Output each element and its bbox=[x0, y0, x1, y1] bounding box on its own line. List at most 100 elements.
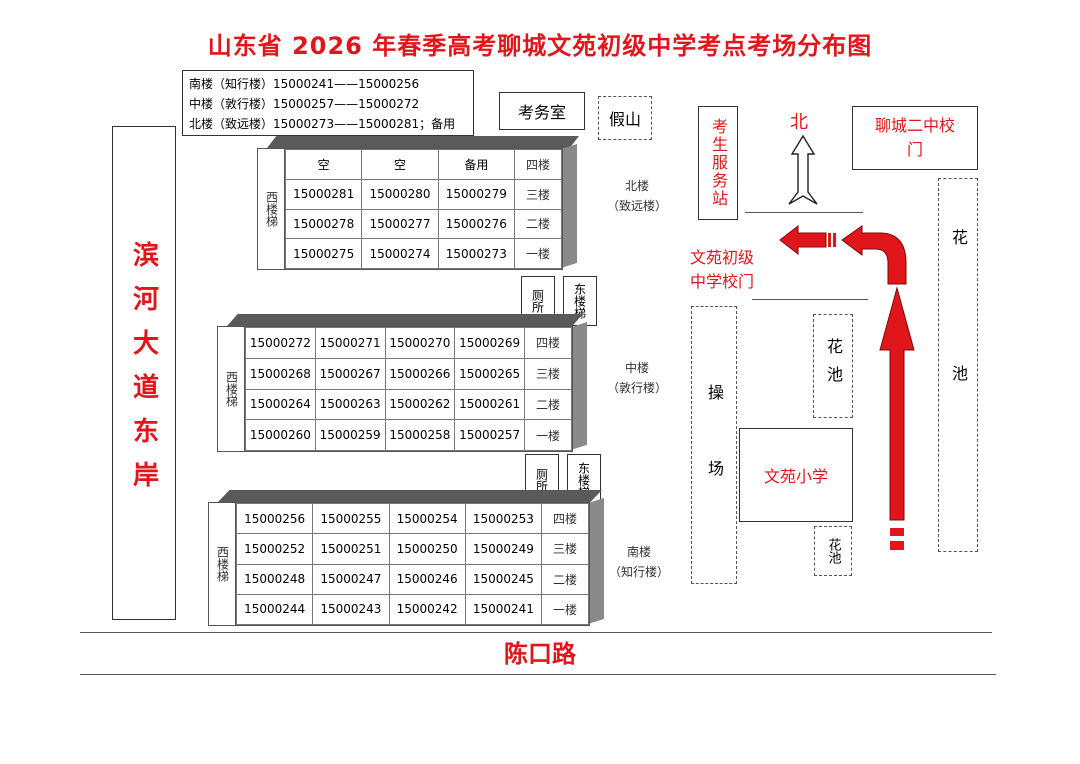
page-title: 山东省 2026 年春季高考聊城文苑初级中学考点考场分布图 bbox=[207, 32, 873, 60]
room-cell: 15000245 bbox=[464, 563, 543, 595]
room-cell: 15000254 bbox=[388, 502, 466, 535]
room-cell: 15000268 bbox=[245, 357, 316, 390]
student-service-station: 考生服务站 bbox=[698, 106, 738, 220]
floor-label: 四楼 bbox=[524, 327, 572, 359]
room-cell: 15000242 bbox=[388, 593, 466, 626]
room-cell: 15000248 bbox=[235, 563, 314, 595]
south-west-stair: 西楼梯 bbox=[209, 503, 236, 625]
room-cell: 15000257 bbox=[454, 419, 525, 451]
room-cell: 空 bbox=[361, 149, 439, 180]
floor-label: 二楼 bbox=[514, 208, 562, 240]
legend-line-north: 北楼（致远楼）15000273——15000281；备用 bbox=[189, 117, 456, 131]
room-cell: 15000246 bbox=[388, 563, 466, 595]
south-building-alias: （知行楼） bbox=[608, 565, 669, 579]
room-cell: 15000279 bbox=[437, 178, 516, 210]
bottom-road-label: 陈口路 bbox=[504, 640, 576, 668]
north-building-alias: （致远楼） bbox=[606, 199, 667, 213]
floor-label: 一楼 bbox=[541, 593, 589, 626]
floor-label: 二楼 bbox=[524, 388, 572, 421]
exam-office: 考务室 bbox=[499, 92, 585, 130]
room-cell: 15000259 bbox=[314, 419, 386, 451]
room-cell: 15000278 bbox=[284, 208, 363, 240]
room-cell: 15000275 bbox=[284, 238, 363, 269]
room-cell: 15000255 bbox=[312, 502, 390, 535]
wenyuan-school-gate: 文苑初级中学校门 bbox=[689, 248, 754, 291]
middle-building-alias: （敦行楼） bbox=[606, 381, 667, 395]
room-cell: 15000252 bbox=[235, 533, 314, 565]
room-cell: 15000274 bbox=[361, 238, 439, 269]
gate-line-lower bbox=[752, 299, 868, 300]
room-cell: 15000256 bbox=[235, 502, 314, 535]
room-cell: 15000271 bbox=[314, 327, 386, 359]
middle-west-stair: 西楼梯 bbox=[218, 327, 245, 451]
room-cell: 15000265 bbox=[454, 357, 525, 390]
room-cell: 15000241 bbox=[464, 593, 543, 626]
room-cell: 备用 bbox=[437, 149, 516, 180]
room-cell: 15000270 bbox=[384, 327, 456, 359]
room-cell: 15000264 bbox=[245, 388, 316, 421]
room-cell: 15000272 bbox=[245, 327, 316, 359]
floor-label: 四楼 bbox=[541, 502, 589, 535]
room-cell: 15000258 bbox=[384, 419, 456, 451]
north-building-label: 北楼 （致远楼） bbox=[602, 176, 672, 216]
room-cell: 15000280 bbox=[361, 178, 439, 210]
floor-label: 一楼 bbox=[524, 419, 572, 451]
room-cell: 空 bbox=[284, 149, 363, 180]
room-cell: 15000247 bbox=[312, 563, 390, 595]
room-cell: 15000267 bbox=[314, 357, 386, 390]
legend-line-middle: 中楼（敦行楼）15000257——15000272 bbox=[189, 97, 420, 111]
room-cell: 15000263 bbox=[314, 388, 386, 421]
room-cell: 15000266 bbox=[384, 357, 456, 390]
room-cell: 15000273 bbox=[437, 238, 516, 269]
middle-building-label: 中楼 （敦行楼） bbox=[600, 358, 674, 398]
room-cell: 15000262 bbox=[384, 388, 456, 421]
route-arrow-icon bbox=[779, 224, 915, 550]
south-building-name: 南楼 bbox=[626, 545, 651, 559]
flower-bed-middle: 花池 bbox=[813, 314, 853, 418]
room-cell: 15000251 bbox=[312, 533, 390, 565]
room-cell: 15000244 bbox=[235, 593, 314, 626]
table-row: 空空备用四楼 bbox=[284, 149, 562, 180]
floor-label: 四楼 bbox=[514, 149, 562, 180]
floor-label: 三楼 bbox=[541, 533, 589, 565]
room-cell: 15000281 bbox=[284, 178, 363, 210]
north-label: 北 bbox=[790, 112, 808, 133]
room-cell: 15000260 bbox=[245, 419, 316, 451]
north-west-stair: 西楼梯 bbox=[258, 149, 285, 269]
bottom-road-line-top bbox=[80, 632, 992, 633]
playground: 操场 bbox=[691, 306, 737, 584]
north-building-name: 北楼 bbox=[624, 179, 649, 193]
room-cell: 15000253 bbox=[464, 502, 543, 535]
middle-building-name: 中楼 bbox=[624, 361, 649, 375]
room-cell: 15000250 bbox=[388, 533, 466, 565]
floor-label: 三楼 bbox=[524, 357, 572, 390]
left-road-label: 滨河大道东岸 bbox=[112, 126, 176, 620]
legend-line-south: 南楼（知行楼）15000241——15000256 bbox=[189, 77, 420, 91]
rockery: 假山 bbox=[598, 96, 652, 140]
flower-bed-bottom: 花池 bbox=[814, 526, 852, 576]
floor-label: 一楼 bbox=[514, 238, 562, 269]
liaocheng-no2-gate: 聊城二中校门 bbox=[852, 106, 978, 170]
wenyuan-primary-school: 文苑小学 bbox=[739, 428, 853, 522]
gate-line-upper bbox=[745, 212, 863, 213]
north-arrow-icon bbox=[788, 134, 818, 205]
floor-label: 三楼 bbox=[514, 178, 562, 210]
room-cell: 15000243 bbox=[312, 593, 390, 626]
